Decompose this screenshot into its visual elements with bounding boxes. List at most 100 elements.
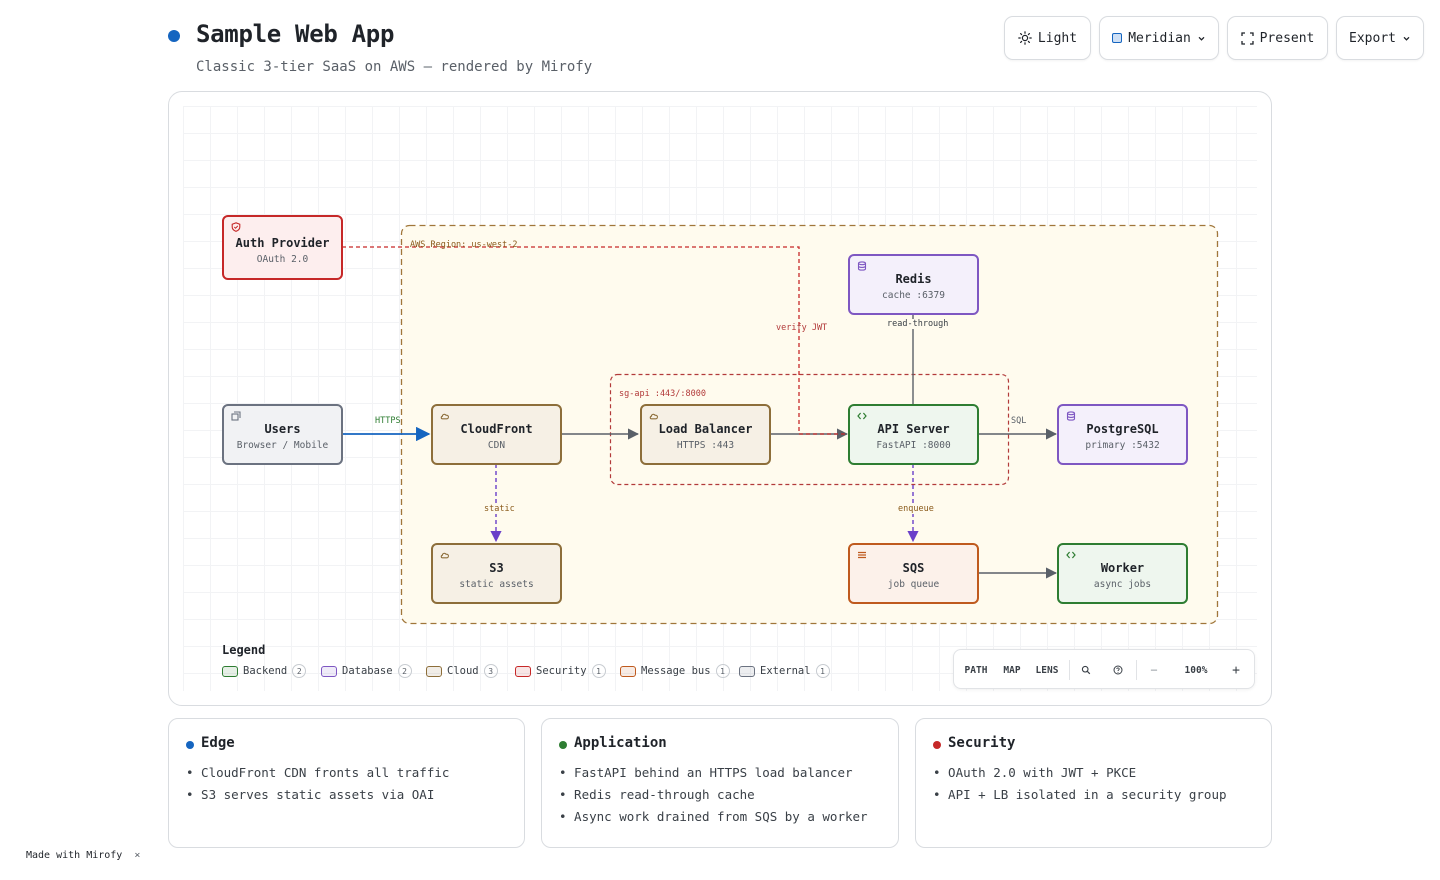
cloud-icon bbox=[440, 413, 450, 420]
node-worker[interactable]: Worker async jobs bbox=[1057, 543, 1188, 604]
node-title: API Server bbox=[877, 422, 950, 436]
node-subtitle: CDN bbox=[487, 440, 506, 451]
edge-label-static: static bbox=[482, 504, 517, 514]
legend-item[interactable]: Security 1 bbox=[515, 664, 606, 678]
node-title: CloudFront bbox=[460, 422, 533, 436]
view-controls: PATH MAP LENS − 100% + bbox=[953, 649, 1255, 689]
node-postgresql[interactable]: PostgreSQL primary :5432 bbox=[1057, 404, 1188, 465]
help-button[interactable] bbox=[1106, 650, 1130, 690]
node-users[interactable]: Users Browser / Mobile bbox=[222, 404, 343, 465]
node-subtitle: async jobs bbox=[1093, 579, 1152, 590]
node-subtitle: primary :5432 bbox=[1085, 440, 1160, 451]
legend-count: 2 bbox=[397, 664, 412, 678]
legend-label: External bbox=[760, 665, 811, 677]
node-title: Load Balancer bbox=[658, 422, 753, 436]
node-title: PostgreSQL bbox=[1086, 422, 1159, 436]
diagram-canvas[interactable] bbox=[168, 91, 1272, 706]
path-button[interactable]: PATH bbox=[964, 664, 988, 676]
legend-label: Security bbox=[536, 665, 587, 677]
node-redis[interactable]: Redis cache :6379 bbox=[848, 254, 979, 315]
present-button[interactable]: Present bbox=[1227, 16, 1328, 60]
queue-icon bbox=[858, 551, 866, 559]
node-subtitle: cache :6379 bbox=[882, 290, 945, 301]
zoom-out-button[interactable]: − bbox=[1150, 663, 1158, 677]
legend-label: Backend bbox=[243, 665, 288, 677]
node-api-server[interactable]: API Server FastAPI :8000 bbox=[848, 404, 979, 465]
cloud-icon bbox=[440, 552, 450, 559]
card-bullet: • Async work drained from SQS by a worke… bbox=[559, 809, 868, 824]
help-icon bbox=[1113, 665, 1123, 675]
card-bullets: • CloudFront CDN fronts all traffic• S3 … bbox=[186, 765, 449, 809]
node-title: Users bbox=[264, 422, 301, 436]
map-button[interactable]: MAP bbox=[1003, 664, 1021, 676]
node-load-balancer[interactable]: Load Balancer HTTPS :443 bbox=[640, 404, 771, 465]
divider bbox=[1069, 660, 1070, 680]
legend-swatch bbox=[222, 665, 238, 677]
export-button-label: Export bbox=[1349, 30, 1396, 46]
node-title: SQS bbox=[902, 561, 925, 575]
legend-swatch bbox=[515, 665, 531, 677]
legend-label: Message bus bbox=[641, 665, 711, 677]
export-button[interactable]: Export bbox=[1336, 16, 1424, 60]
code-icon bbox=[1066, 551, 1076, 559]
style-swatch bbox=[1112, 33, 1123, 43]
legend-swatch bbox=[321, 665, 337, 677]
legend-count: 1 bbox=[715, 664, 730, 678]
legend-count: 2 bbox=[292, 664, 307, 678]
database-icon bbox=[1066, 411, 1076, 421]
node-s3[interactable]: S3 static assets bbox=[431, 543, 562, 604]
zoom-in-button[interactable]: + bbox=[1232, 662, 1240, 678]
edge-label-enqueue: enqueue bbox=[896, 504, 936, 514]
close-icon[interactable]: × bbox=[134, 850, 141, 861]
node-cloudfront[interactable]: CloudFront CDN bbox=[431, 404, 562, 465]
card-title: Application bbox=[574, 735, 667, 751]
edge-label-read-through: read-through bbox=[885, 319, 951, 329]
legend-item[interactable]: Database 2 bbox=[321, 664, 412, 678]
shield-icon bbox=[231, 222, 241, 232]
node-title: Auth Provider bbox=[235, 236, 330, 250]
divider bbox=[1136, 660, 1137, 680]
node-title: Redis bbox=[895, 272, 932, 286]
chevron-down-icon bbox=[1198, 36, 1205, 41]
legend-count: 1 bbox=[815, 664, 830, 678]
made-with-badge[interactable]: Made with Mirofy × bbox=[26, 850, 140, 861]
card-title: Edge bbox=[201, 735, 235, 751]
edge-label-verify-jwt: verify JWT bbox=[776, 323, 828, 333]
card-title: Security bbox=[948, 735, 1016, 751]
summary-card: Security • OAuth 2.0 with JWT + PKCE• API… bbox=[915, 718, 1272, 848]
summary-card: Edge • CloudFront CDN fronts all traffic•… bbox=[168, 718, 525, 848]
node-subtitle: HTTPS :443 bbox=[676, 440, 735, 451]
legend-item[interactable]: External 1 bbox=[739, 664, 830, 678]
node-subtitle: Browser / Mobile bbox=[236, 440, 329, 451]
code-icon bbox=[857, 412, 867, 420]
page-title: Sample Web App bbox=[196, 20, 395, 48]
title-dot bbox=[168, 30, 180, 42]
node-subtitle: FastAPI :8000 bbox=[876, 440, 951, 451]
card-dot bbox=[933, 741, 941, 749]
node-subtitle: OAuth 2.0 bbox=[256, 254, 309, 265]
legend-swatch bbox=[426, 665, 442, 677]
legend-item[interactable]: Message bus 1 bbox=[620, 664, 730, 678]
search-icon bbox=[1081, 665, 1091, 675]
node-auth-provider[interactable]: Auth Provider OAuth 2.0 bbox=[222, 215, 343, 280]
theme-toggle-button[interactable]: Light bbox=[1004, 16, 1091, 60]
sun-icon bbox=[1018, 31, 1032, 45]
edge-label-https: HTTPS bbox=[375, 416, 401, 426]
node-title: S3 bbox=[489, 561, 504, 575]
node-sqs[interactable]: SQS job queue bbox=[848, 543, 979, 604]
lens-button[interactable]: LENS bbox=[1035, 664, 1059, 676]
legend-label: Database bbox=[342, 665, 393, 677]
search-button[interactable] bbox=[1074, 650, 1098, 690]
summary-card: Application• FastAPI behind an HTTPS loa… bbox=[541, 718, 899, 848]
zoom-level: 100% bbox=[1184, 664, 1208, 676]
card-bullets: • OAuth 2.0 with JWT + PKCE• API + LB is… bbox=[933, 765, 1227, 809]
database-icon bbox=[857, 261, 867, 271]
legend-item[interactable]: Backend 2 bbox=[222, 664, 307, 678]
page-subtitle: Classic 3-tier SaaS on AWS — rendered by… bbox=[196, 59, 593, 75]
security-group-label: sg-api :443/:8000 bbox=[619, 389, 706, 399]
legend-count: 1 bbox=[591, 664, 606, 678]
style-select-label: Meridian bbox=[1128, 30, 1191, 46]
legend-label: Cloud bbox=[447, 665, 479, 677]
style-select[interactable]: Meridian bbox=[1099, 16, 1219, 60]
